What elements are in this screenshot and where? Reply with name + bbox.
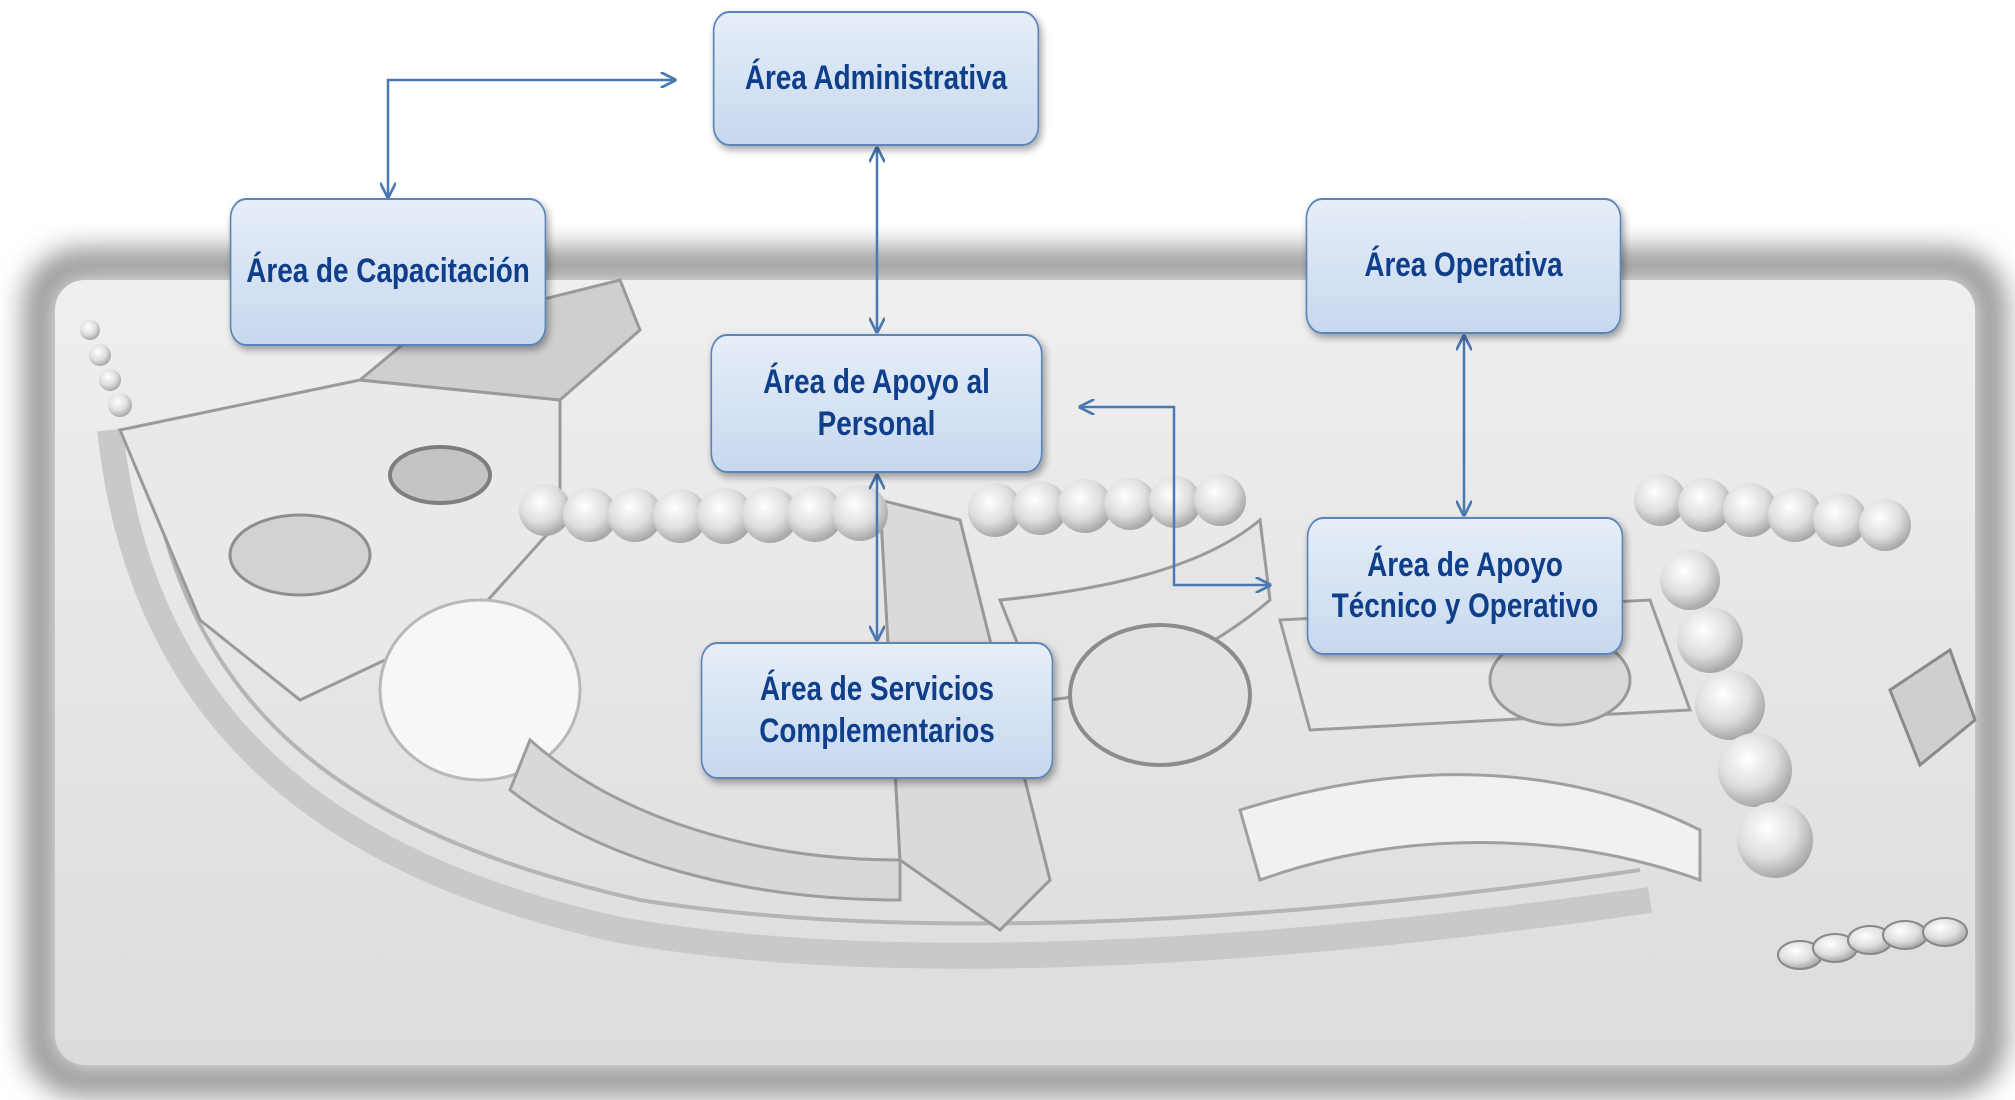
node-label-operativa: Área Operativa [1356, 245, 1571, 286]
node-area-capacitacion: Área de Capacitación [230, 198, 547, 346]
node-area-operativa: Área Operativa [1306, 198, 1622, 334]
node-label-capacitacion: Área de Capacitación [238, 251, 538, 292]
node-area-administrativa: Área Administrativa [713, 11, 1039, 146]
node-label-apoyo-tecnico: Área de Apoyo Técnico y Operativo [1309, 545, 1621, 628]
node-label-administrativa: Área Administrativa [737, 58, 1016, 99]
node-label-apoyo-personal: Área de Apoyo al Personal [745, 362, 1007, 445]
connector-capacitacion-administrativa [388, 80, 675, 197]
node-area-servicios: Área de Servicios Complementarios [701, 642, 1054, 779]
node-label-servicios: Área de Servicios Complementarios [734, 669, 1021, 752]
connector-apoyo-tecnico-apoyo-personal [1080, 407, 1270, 585]
node-area-apoyo-personal: Área de Apoyo al Personal [710, 334, 1042, 473]
node-area-apoyo-tecnico: Área de Apoyo Técnico y Operativo [1307, 517, 1624, 655]
